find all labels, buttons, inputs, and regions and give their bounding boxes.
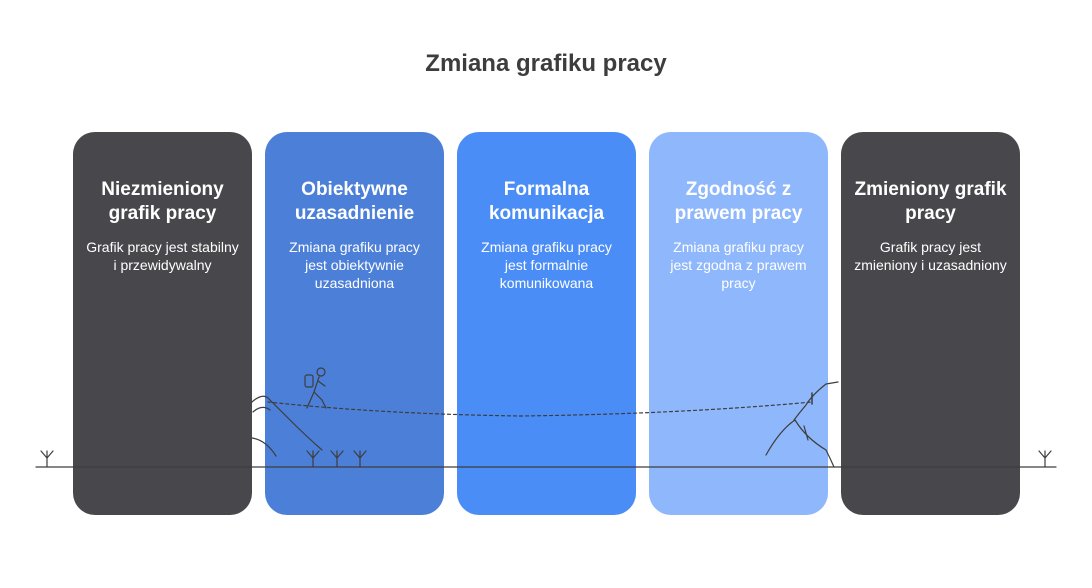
stage-description: Grafik pracy jest stabilny i przewidywal… [86, 239, 239, 273]
stage-description: Zmiana grafiku pracy jest zgodna z prawe… [670, 239, 807, 291]
stage-description: Zmiana grafiku pracy jest obiektywnie uz… [289, 239, 420, 291]
stage-title: Zmieniony grafik pracy [854, 179, 1007, 224]
stage-title: Obiektywne uzasadnienie [294, 179, 415, 224]
stage-description: Grafik pracy jest zmieniony i uzasadnion… [854, 239, 1007, 273]
diagram-title: Zmiana grafiku pracy [425, 50, 667, 77]
stage-title: Formalna komunikacja [488, 179, 605, 224]
stage-card-formal-communication: Formalna komunikacja Zmiana grafiku prac… [457, 132, 636, 515]
plant-icon [40, 450, 54, 468]
stage-title: Niezmieniony grafik pracy [101, 179, 224, 224]
stage-card-objective-justification: Obiektywne uzasadnienie Zmiana grafiku p… [265, 132, 444, 515]
stage-description: Zmiana grafiku pracy jest formalnie komu… [481, 239, 612, 291]
stage-card-unchanged-schedule: Niezmieniony grafik pracy Grafik pracy j… [73, 132, 252, 515]
stage-title: Zgodność z prawem pracy [674, 179, 803, 224]
plant-icon [1038, 450, 1052, 468]
stage-card-changed-schedule: Zmieniony grafik pracy Grafik pracy jest… [841, 132, 1020, 515]
stage-card-labor-law-compliance: Zgodność z prawem pracy Zmiana grafiku p… [649, 132, 828, 515]
